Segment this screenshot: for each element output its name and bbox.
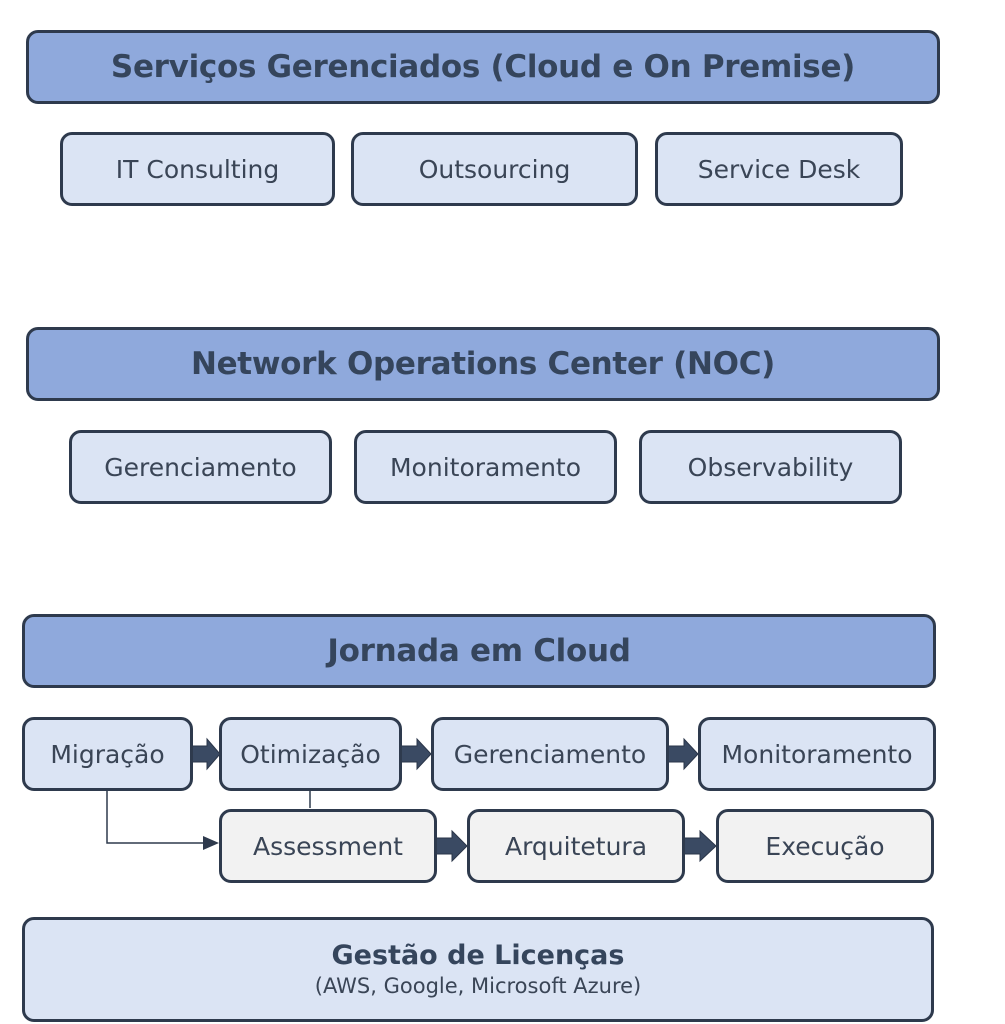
managed-services-header: Serviços Gerenciados (Cloud e On Premise… [26, 30, 940, 104]
noc-item-label: Monitoramento [389, 452, 582, 482]
arrow-assessment-arquitetura [435, 829, 468, 863]
step-otimizacao[interactable]: Otimização [219, 717, 402, 791]
cloud-journey-header: Jornada em Cloud [22, 614, 936, 688]
noc-item-monitoramento[interactable]: Monitoramento [354, 430, 617, 504]
managed-services-title: Serviços Gerenciados (Cloud e On Premise… [110, 49, 856, 85]
license-management-box[interactable]: Gestão de Licenças (AWS, Google, Microso… [22, 917, 934, 1022]
service-outsourcing[interactable]: Outsourcing [351, 132, 638, 206]
arrow-arquitetura-execucao [683, 829, 717, 863]
substep-arquitetura[interactable]: Arquitetura [467, 809, 685, 883]
step-migracao[interactable]: Migração [22, 717, 193, 791]
step-label: Migração [50, 739, 165, 769]
substep-execucao[interactable]: Execução [716, 809, 934, 883]
service-it-consulting[interactable]: IT Consulting [60, 132, 335, 206]
step-label: Monitoramento [721, 739, 913, 769]
step-gerenciamento[interactable]: Gerenciamento [431, 717, 669, 791]
service-label: Service Desk [697, 154, 861, 184]
noc-header: Network Operations Center (NOC) [26, 327, 940, 401]
noc-item-observability[interactable]: Observability [639, 430, 902, 504]
arrow-migracao-otimizacao [191, 737, 221, 771]
arrow-gerenciamento-monitoramento [667, 737, 699, 771]
substep-assessment[interactable]: Assessment [219, 809, 437, 883]
service-label: IT Consulting [115, 154, 280, 184]
noc-title: Network Operations Center (NOC) [190, 346, 776, 382]
step-label: Gerenciamento [453, 739, 647, 769]
substep-label: Execução [765, 831, 885, 861]
migration-to-assessment-arrowhead [203, 836, 219, 850]
step-label: Otimização [240, 739, 381, 769]
arrow-otimizacao-gerenciamento [400, 737, 432, 771]
license-management-title: Gestão de Licenças [331, 939, 625, 971]
substep-label: Assessment [253, 831, 403, 861]
migration-to-assessment-line [106, 791, 205, 844]
license-management-subtitle: (AWS, Google, Microsoft Azure) [314, 973, 642, 998]
step-monitoramento[interactable]: Monitoramento [698, 717, 936, 791]
noc-item-label: Gerenciamento [104, 452, 297, 482]
service-service-desk[interactable]: Service Desk [655, 132, 903, 206]
noc-item-label: Observability [687, 452, 854, 482]
noc-item-gerenciamento[interactable]: Gerenciamento [69, 430, 332, 504]
cloud-journey-title: Jornada em Cloud [327, 633, 631, 669]
substep-label: Arquitetura [504, 831, 648, 861]
service-label: Outsourcing [418, 154, 571, 184]
